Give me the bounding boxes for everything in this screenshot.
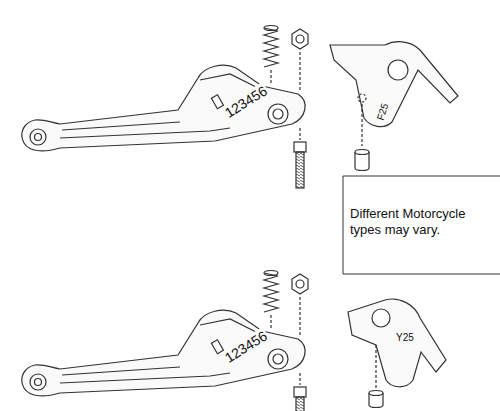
note-text: Different Motorcycle types may vary.	[350, 206, 495, 237]
callout-number: 123456	[221, 327, 271, 367]
note-bracket	[343, 176, 500, 274]
part-code: Y25	[395, 332, 415, 344]
f25-adapter	[330, 42, 458, 171]
clutch-lever	[22, 271, 308, 411]
part-code: F25	[374, 101, 391, 123]
y25-adapter	[348, 299, 446, 407]
callout-number: 123456	[221, 82, 271, 122]
brake-lever	[22, 26, 308, 189]
